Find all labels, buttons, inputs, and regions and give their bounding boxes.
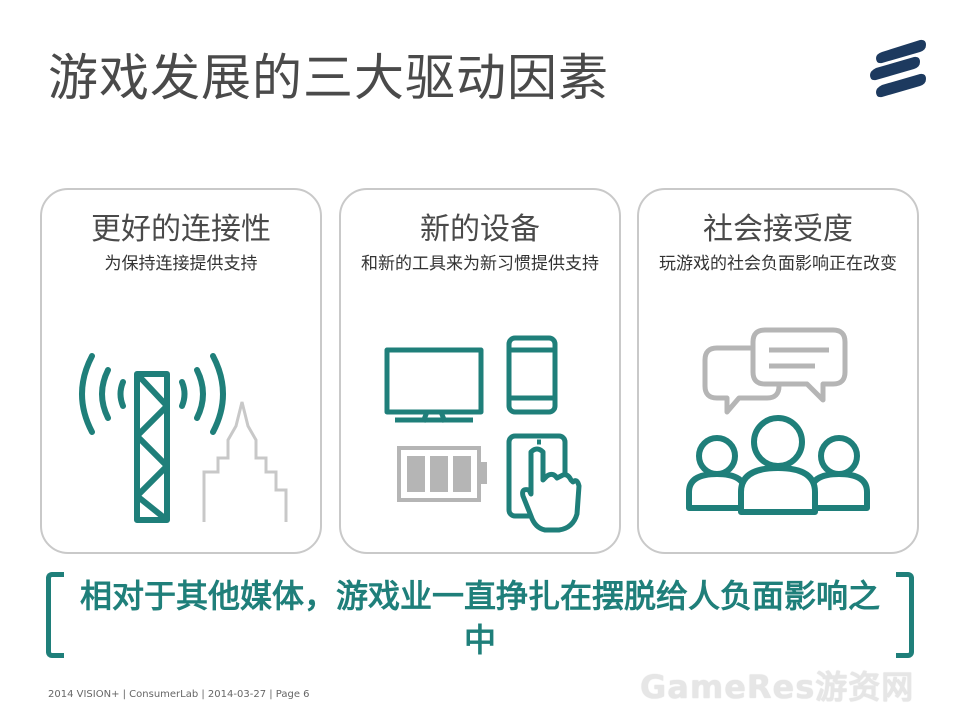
slide-footer: 2014 VISION+ | ConsumerLab | 2014-03-27 …	[48, 689, 310, 700]
people-chat-icon	[686, 327, 870, 515]
card-subtitle: 玩游戏的社会负面影响正在改变	[659, 254, 897, 274]
card-devices: 新的设备 和新的工具来为新习惯提供支持	[339, 188, 621, 554]
cell-tower-icon	[79, 353, 288, 523]
card-title: 新的设备	[420, 212, 540, 247]
watermark: GameRes游资网	[640, 668, 915, 706]
quote-bracket-left	[46, 572, 64, 658]
card-subtitle: 为保持连接提供支持	[104, 254, 258, 274]
card-social-acceptance: 社会接受度 玩游戏的社会负面影响正在改变	[637, 188, 919, 554]
card-subtitle: 和新的工具来为新习惯提供支持	[361, 254, 599, 274]
key-quote: 相对于其他媒体，游戏业一直挣扎在摆脱给人负面影响之中	[79, 577, 880, 659]
card-connectivity: 更好的连接性 为保持连接提供支持	[40, 188, 322, 554]
card-title: 社会接受度	[703, 212, 853, 247]
quote-bracket-right	[896, 572, 914, 658]
page-title: 游戏发展的三大驱动因素	[48, 49, 609, 107]
devices-icon	[384, 335, 582, 533]
ericsson-logo-icon	[870, 39, 926, 98]
card-title: 更好的连接性	[91, 212, 271, 247]
